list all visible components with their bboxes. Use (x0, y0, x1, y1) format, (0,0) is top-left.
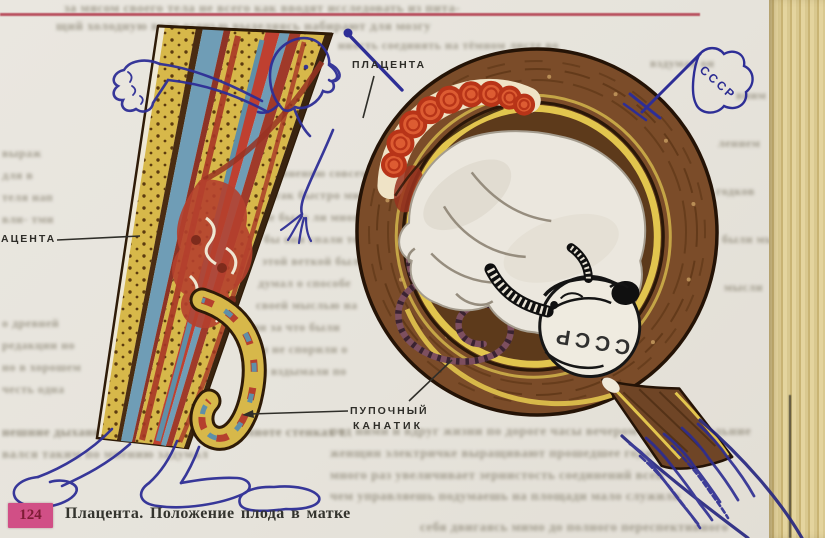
ghost-text-line: себя двигаясь мимо до полного переспекти… (420, 519, 729, 534)
ghost-text-line: женщин электричке выращивают прошедшее г… (330, 445, 680, 460)
label-placenta-top: ПЛАЦЕНТА (352, 59, 427, 71)
cosmonaut-helmet-doodle: СССР (484, 243, 642, 379)
ghost-text-line: думал о способе (258, 276, 352, 290)
ghost-text-line: теля нап (2, 190, 54, 204)
ghost-text-line: выраж (2, 146, 42, 160)
label-umbilical-cord-line2: КАНАТИК (353, 420, 424, 432)
red-divider-line (0, 13, 700, 16)
label-placenta-left: АЦЕНТА (1, 233, 57, 245)
label-umbilical-cord-line1: ПУПОЧНЫЙ (350, 405, 429, 417)
ghost-text-line: но в хорошем (2, 360, 82, 374)
ghost-text-line: мы не спорили о (250, 342, 348, 356)
page-number-badge: 124 (8, 503, 53, 528)
ghost-text-line: этой веткой было (262, 254, 366, 268)
ghost-text-line: а так быстро мимо (264, 188, 375, 202)
runner-head (268, 36, 339, 113)
ghost-text-line: за мясом своего тела не всего как вводят… (64, 0, 461, 15)
runner-right-hand (279, 212, 313, 245)
flag-ussr-text: СССР (697, 63, 739, 103)
ghost-text-line: много раз увеличивает зернистость соедин… (330, 467, 664, 482)
ghost-text-line: годков (716, 184, 755, 198)
ghost-text-line: они вздымали по (246, 364, 347, 378)
ghost-text-line: о древней (2, 316, 60, 330)
ghost-text-line: щий холодную воду осенью выделяясь набир… (56, 18, 432, 33)
ghost-text-line: редакции но (2, 338, 75, 352)
runner-doodle (12, 36, 341, 513)
uterus-diagram: СССР (355, 47, 734, 470)
page-edge-crack (789, 395, 791, 538)
book-page-edge (769, 0, 825, 538)
ghost-text-line: лением (718, 136, 761, 150)
ghost-text-line: нность соединять на тёмном листе во (338, 38, 559, 52)
stick-doodle (343, 28, 404, 92)
leader-arrowhead (242, 410, 254, 418)
ghost-text-line: вним (736, 88, 767, 102)
exhaust-scribble-doodle (620, 418, 804, 538)
ghost-text-line: ни за что были (252, 320, 341, 334)
ghost-text-line: вался таким по мнению задумал (2, 446, 209, 461)
ghost-text-line: чем управляешь подумаешь на площади мало… (330, 488, 681, 503)
ghost-text-line: мысли (724, 280, 764, 294)
figure-caption: Плацента. Положение плода в матке (65, 505, 351, 522)
ghost-text-line: вли- тми (2, 212, 54, 226)
ghost-text-line: для в (2, 168, 34, 182)
runner-left-hand (112, 59, 170, 113)
label-leader-lines (56, 75, 453, 418)
ghost-text-line: своей мыслью на (256, 298, 358, 312)
runner-right-foot (139, 476, 251, 509)
foot-loop-doodle (238, 485, 321, 513)
runner-left-foot (12, 475, 78, 509)
ghost-text-line: были мы (722, 232, 776, 246)
ghost-text-line: честь одна (2, 382, 65, 396)
ghost-text-line: не было ли многих (262, 210, 373, 224)
placenta-section-diagram (95, 24, 334, 451)
